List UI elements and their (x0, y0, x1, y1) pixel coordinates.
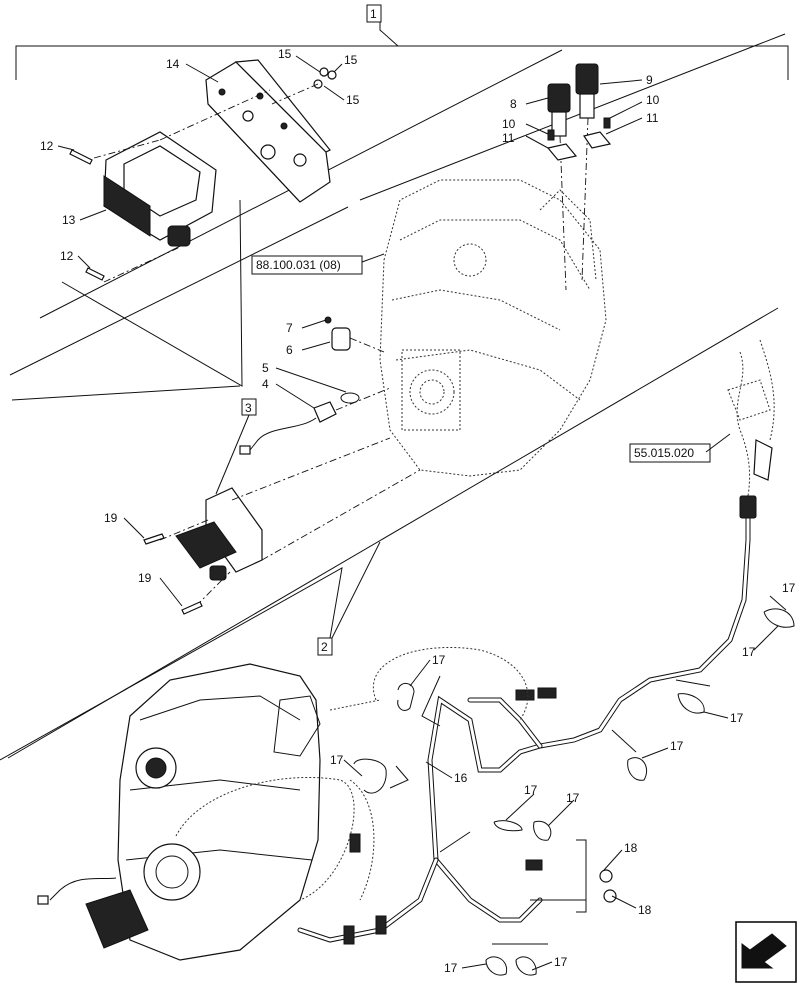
callout-9: 9 (646, 73, 653, 87)
callout-15: 15 (278, 47, 292, 61)
harness-upper (727, 339, 775, 497)
callout-17: 17 (742, 645, 756, 659)
callout-17: 17 (670, 739, 684, 753)
solenoid-8 (547, 83, 571, 291)
callout-12: 12 (60, 249, 74, 263)
callout-8: 8 (510, 97, 517, 111)
callout-11: 11 (502, 131, 515, 145)
callout-18: 18 (638, 903, 652, 917)
callout-18: 18 (624, 841, 638, 855)
callout-5: 5 (262, 361, 269, 375)
control-module-13 (93, 89, 271, 283)
callout-17: 17 (782, 581, 796, 595)
wiring-harness-16 (297, 495, 757, 945)
callout-16: 16 (454, 771, 468, 785)
arrow-icon[interactable] (735, 921, 797, 983)
callout-13: 13 (62, 213, 76, 227)
callout-12: 12 (40, 139, 54, 153)
callout-10: 10 (646, 93, 660, 107)
assembly-bracket (15, 22, 789, 80)
callout-15: 15 (344, 53, 358, 67)
solenoid-9 (575, 63, 599, 281)
leader-lines (57, 55, 787, 971)
callout-17: 17 (444, 961, 458, 975)
callout-11: 11 (646, 111, 659, 125)
screws-12 (69, 149, 105, 281)
screws-10 (547, 117, 611, 141)
callout-17: 17 (432, 653, 446, 667)
screws-19 (143, 533, 203, 615)
frame-3-box: 3 (61, 199, 257, 495)
sensor-parts (239, 316, 391, 455)
callout-17: 17 (554, 955, 568, 969)
ref-88-100-031-label: 88.100.031 (08) (256, 258, 341, 272)
callout-17: 17 (566, 791, 580, 805)
callout-19: 19 (138, 571, 152, 585)
callout-17: 17 (730, 711, 744, 725)
callout-4: 4 (262, 377, 269, 391)
callout-17: 17 (524, 783, 538, 797)
callout-19: 19 (104, 511, 118, 525)
seals-11 (546, 131, 612, 161)
transmission-housing-lower (37, 663, 355, 961)
callout-17: 17 (330, 753, 344, 767)
frame-1-box: 1 (366, 4, 382, 23)
valve-body (205, 59, 331, 203)
callout-labels: 15 15 15 14 12 12 13 8 9 10 10 11 11 7 6… (40, 47, 796, 975)
callout-6: 6 (286, 343, 293, 357)
clips-18 (599, 869, 617, 903)
callout-15: 15 (346, 93, 360, 107)
control-module-group-3 (159, 437, 421, 607)
transmission-housing-upper (379, 179, 607, 477)
frame-2-label: 2 (321, 640, 328, 654)
frame-3-label: 3 (245, 401, 252, 415)
callout-10: 10 (502, 117, 516, 131)
callout-14: 14 (166, 57, 180, 71)
frame-2-box: 2 (0, 541, 381, 761)
section-dividers (7, 33, 786, 759)
ref-55-015-020: 55.015.020 (629, 443, 711, 463)
ref-88-100-031: 88.100.031 (08) (251, 255, 363, 275)
ref-55-015-020-label: 55.015.020 (634, 446, 694, 460)
frame-1-label: 1 (370, 7, 377, 21)
callout-7: 7 (286, 321, 293, 335)
